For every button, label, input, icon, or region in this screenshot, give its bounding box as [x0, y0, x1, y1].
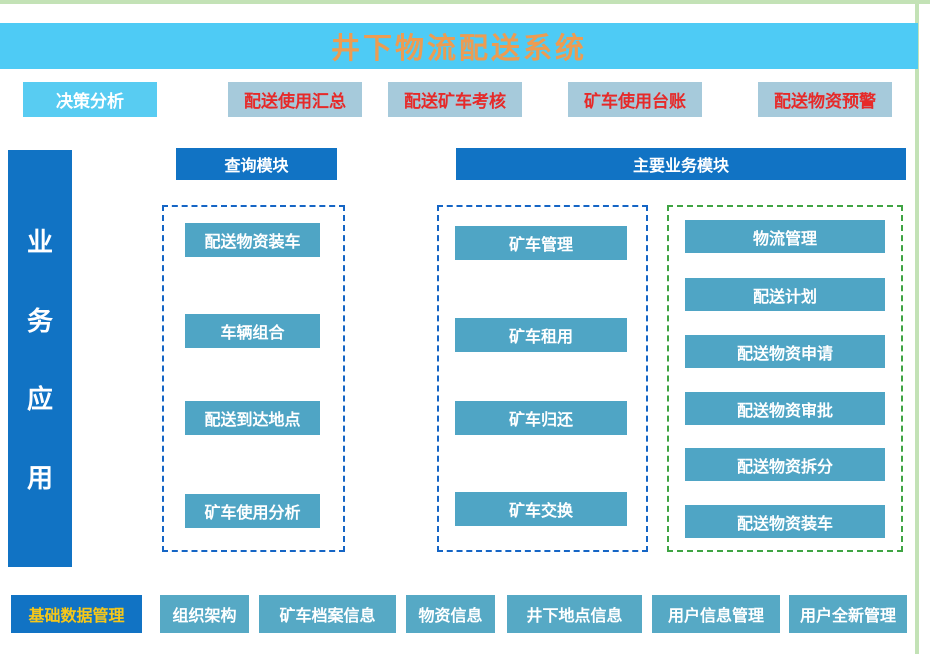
query-module-group-box — [162, 205, 345, 552]
section-header-query-module: 查询模块 — [176, 148, 337, 180]
page-frame-right — [915, 0, 919, 654]
section-header-main-business-module: 主要业务模块 — [456, 148, 906, 180]
module-button-delivery-material-split[interactable]: 配送物资拆分 — [685, 448, 885, 481]
module-button-delivery-material-loading-2[interactable]: 配送物资装车 — [685, 505, 885, 538]
module-button-delivery-material-approval[interactable]: 配送物资审批 — [685, 392, 885, 425]
title-banner: 井下物流配送系统 — [0, 23, 918, 69]
business-application-sidebar: 业 务 应 用 — [8, 150, 72, 567]
sidebar-char: 用 — [26, 463, 53, 494]
page-title: 井下物流配送系统 — [330, 33, 587, 65]
module-button-minecar-return[interactable]: 矿车归还 — [455, 401, 627, 435]
report-button-delivery-minecar-assessment[interactable]: 配送矿车考核 — [388, 82, 522, 117]
page-frame-top — [0, 0, 930, 4]
module-button-delivery-arrival-location[interactable]: 配送到达地点 — [185, 401, 320, 435]
module-button-delivery-material-loading[interactable]: 配送物资装车 — [185, 223, 320, 257]
module-button-minecar-exchange[interactable]: 矿车交换 — [455, 492, 627, 526]
bottom-button-user-info-management[interactable]: 用户信息管理 — [652, 595, 780, 633]
sidebar-char: 应 — [26, 384, 53, 415]
decision-analysis-button[interactable]: 决策分析 — [23, 82, 157, 117]
report-button-delivery-material-warning[interactable]: 配送物资预警 — [758, 82, 892, 117]
report-button-minecar-usage-ledger[interactable]: 矿车使用台账 — [568, 82, 702, 117]
bottom-button-underground-location-info[interactable]: 井下地点信息 — [507, 595, 642, 633]
module-button-logistics-management[interactable]: 物流管理 — [685, 220, 885, 253]
minecar-module-group-box — [437, 205, 648, 552]
bottom-button-user-new-management[interactable]: 用户全新管理 — [789, 595, 907, 633]
module-button-delivery-material-request[interactable]: 配送物资申请 — [685, 335, 885, 368]
module-button-vehicle-combination[interactable]: 车辆组合 — [185, 314, 320, 348]
bottom-button-minecar-archive-info[interactable]: 矿车档案信息 — [259, 595, 396, 633]
bottom-button-organization-structure[interactable]: 组织架构 — [160, 595, 249, 633]
report-button-delivery-usage-summary[interactable]: 配送使用汇总 — [228, 82, 362, 117]
module-button-minecar-rental[interactable]: 矿车租用 — [455, 318, 627, 352]
module-button-minecar-management[interactable]: 矿车管理 — [455, 226, 627, 260]
module-button-delivery-plan[interactable]: 配送计划 — [685, 278, 885, 311]
logistics-module-group-box — [667, 205, 903, 552]
module-button-minecar-usage-analysis[interactable]: 矿车使用分析 — [185, 494, 320, 528]
sidebar-char: 务 — [26, 305, 53, 336]
base-data-management-button[interactable]: 基础数据管理 — [11, 595, 142, 633]
sidebar-char: 业 — [26, 226, 53, 257]
bottom-button-material-info[interactable]: 物资信息 — [406, 595, 495, 633]
